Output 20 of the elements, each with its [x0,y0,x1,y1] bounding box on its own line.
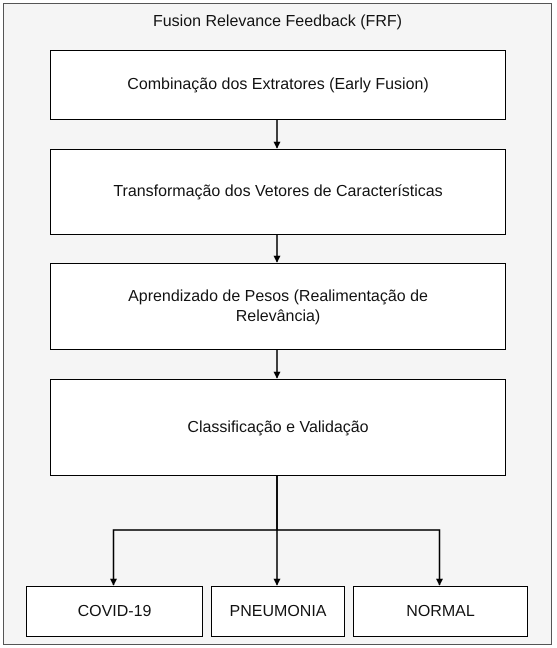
group-label: Fusion Relevance Feedback (FRF) [152,12,403,32]
process-box [50,50,506,120]
arrow [274,349,280,379]
box-label: COVID-19 [76,602,152,622]
arrow [274,119,280,149]
box-label: PNEUMONIA [228,602,328,622]
box-label: Combinação dos Extratores (Early Fusion) [126,75,430,95]
process-box [50,379,506,476]
process-box [26,586,203,637]
arrow [276,475,443,586]
process-box [50,263,506,350]
box-label: Aprendizado de Pesos (Realimentação de Relevância) [127,286,429,326]
box-label: Transformação dos Vetores de Características [112,182,444,202]
process-box [211,586,345,637]
container-box [3,3,552,645]
process-box [50,149,506,235]
box-label: NORMAL [405,602,476,622]
arrow [274,234,280,263]
box-label: Classificação e Validação [186,418,370,438]
process-box [353,586,528,637]
